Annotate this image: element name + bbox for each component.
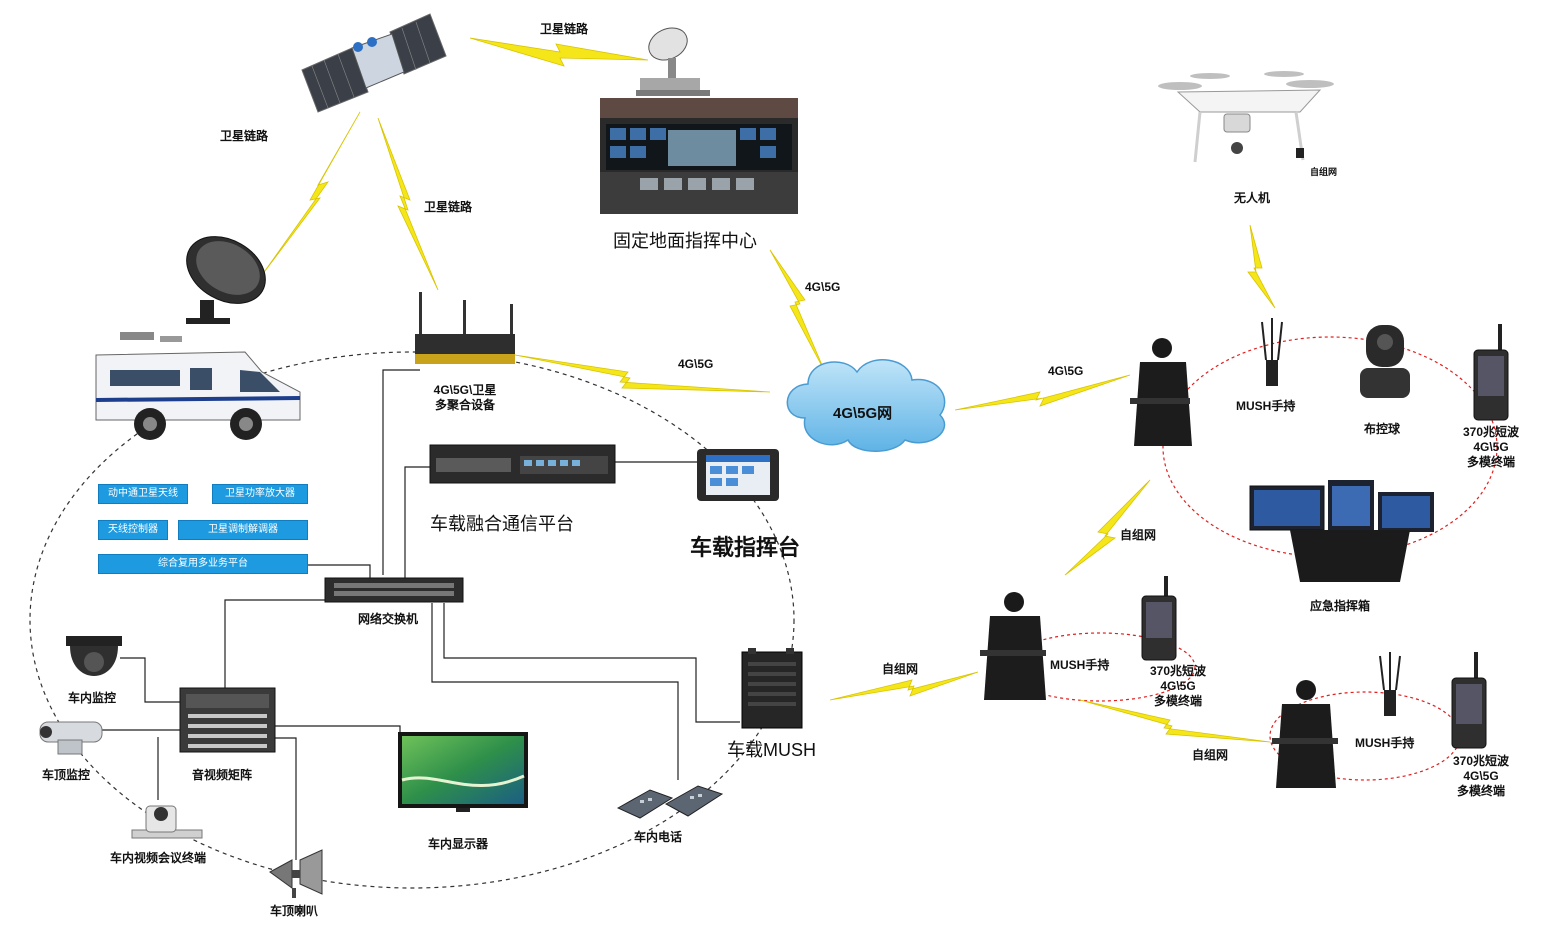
conference-camera-icon <box>131 805 203 839</box>
display-monitor-icon <box>398 732 528 812</box>
label-mush-handheld-a: MUSH手持 <box>1236 399 1296 413</box>
label-terminal-b-line1: 370兆短波 <box>1149 664 1207 678</box>
module-modem: 卫星调制解调器 <box>178 520 308 540</box>
team-ring-a <box>1162 336 1498 558</box>
desk-phone-icon <box>616 785 724 819</box>
link-label-adhoc-drone: 自组网 <box>1310 167 1338 177</box>
label-terminal-c-line2: 4G\5G <box>1463 769 1499 783</box>
speaker-icon <box>269 849 323 898</box>
vehicle-dish-icon <box>186 236 266 324</box>
label-mush-handheld-c: MUSH手持 <box>1355 736 1415 750</box>
link-label-4g5g-b: 4G\5G <box>678 357 714 371</box>
label-mush-handheld-b: MUSH手持 <box>1050 658 1110 672</box>
label-in-car-phone: 车内电话 <box>634 830 683 844</box>
dome-camera-icon <box>66 636 122 676</box>
label-ground-center: 固定地面指挥中心 <box>613 231 757 251</box>
vehicle-mush-icon <box>741 648 803 729</box>
link-label-4g5g-c: 4G\5G <box>1048 364 1084 378</box>
label-ptz-ball: 布控球 <box>1364 422 1401 436</box>
label-in-car-display: 车内显示器 <box>428 837 489 851</box>
label-roof-monitor: 车顶监控 <box>42 768 91 782</box>
module-sat-antenna: 动中通卫星天线 <box>98 484 188 504</box>
label-in-car-monitor: 车内监控 <box>68 691 117 705</box>
vehicle-van-icon <box>95 332 301 440</box>
ptz-camera-icon <box>39 721 103 755</box>
label-terminal-a: 370兆短波 4G\5G 多模终端 <box>1463 425 1519 470</box>
label-terminal-c: 370兆短波 4G\5G 多模终端 <box>1453 754 1509 799</box>
label-terminal-a-line2: 4G\5G <box>1473 440 1509 454</box>
link-label-adhoc-a: 自组网 <box>1120 528 1157 542</box>
link-label-adhoc-c: 自组网 <box>1192 748 1229 762</box>
multimode-terminal-icon-c <box>1451 652 1487 749</box>
link-label-sat-mid: 卫星链路 <box>424 200 473 214</box>
officer-icon-b <box>980 592 1046 700</box>
label-aggregator: 4G\5G\卫星 多聚合设备 <box>434 383 497 413</box>
label-emergency-box: 应急指挥箱 <box>1310 599 1371 613</box>
link-label-sat-left: 卫星链路 <box>220 129 269 143</box>
label-av-matrix: 音视频矩阵 <box>192 768 253 782</box>
label-aggregator-line1: 4G\5G\卫星 <box>433 383 497 397</box>
label-switch: 网络交换机 <box>358 612 419 626</box>
satellite-icon <box>301 13 447 113</box>
officer-icon-a <box>1130 338 1192 446</box>
rack-platform-icon <box>429 444 616 484</box>
module-power-amp: 卫星功率放大器 <box>212 484 308 504</box>
mush-handheld-icon-c <box>1379 652 1401 716</box>
drone-icon <box>1158 71 1334 163</box>
network-cloud-icon <box>786 359 946 452</box>
ptz-ball-icon <box>1360 325 1410 398</box>
module-service-platform: 综合复用多业务平台 <box>98 554 308 574</box>
label-vehicle-mush: 车载MUSH <box>727 740 816 760</box>
label-terminal-b-line2: 4G\5G <box>1160 679 1196 693</box>
label-terminal-a-line3: 多模终端 <box>1466 455 1515 469</box>
wireless-bolts <box>261 37 1276 743</box>
vehicle-ring <box>29 351 795 889</box>
link-label-adhoc-b: 自组网 <box>882 662 919 676</box>
label-aggregator-line2: 多聚合设备 <box>434 398 495 412</box>
label-network-cloud: 4G\5G网 <box>833 405 893 422</box>
multimode-terminal-icon-b <box>1141 576 1177 661</box>
label-roof-speaker: 车顶喇叭 <box>270 904 319 918</box>
label-terminal-c-line1: 370兆短波 <box>1452 754 1510 768</box>
label-terminal-c-line3: 多模终端 <box>1456 784 1505 798</box>
link-label-sat-top: 卫星链路 <box>540 22 589 36</box>
label-vehicle-platform: 车载融合通信平台 <box>430 514 574 534</box>
mush-handheld-icon-a <box>1261 318 1283 386</box>
label-terminal-b-line3: 多模终端 <box>1153 694 1202 708</box>
label-vehicle-console: 车载指挥台 <box>690 535 801 560</box>
label-terminal-b: 370兆短波 4G\5G 多模终端 <box>1150 664 1206 709</box>
console-tablet-icon <box>697 449 779 501</box>
multimode-terminal-icon-a <box>1473 324 1509 421</box>
network-switch-icon <box>324 577 464 603</box>
module-antenna-ctrl: 天线控制器 <box>98 520 168 540</box>
av-matrix-icon <box>179 687 276 753</box>
label-drone: 无人机 <box>1234 191 1271 205</box>
ground-dish-icon <box>636 27 710 96</box>
label-terminal-a-line1: 370兆短波 <box>1462 425 1520 439</box>
command-center-photo <box>600 98 798 214</box>
link-label-4g5g-a: 4G\5G <box>805 280 841 294</box>
team-ring-b <box>1004 632 1196 702</box>
aggregator-router-icon <box>415 292 515 364</box>
officer-icon-c <box>1272 680 1338 788</box>
label-video-conf: 车内视频会议终端 <box>110 851 207 865</box>
emergency-box-icon <box>1249 480 1434 582</box>
